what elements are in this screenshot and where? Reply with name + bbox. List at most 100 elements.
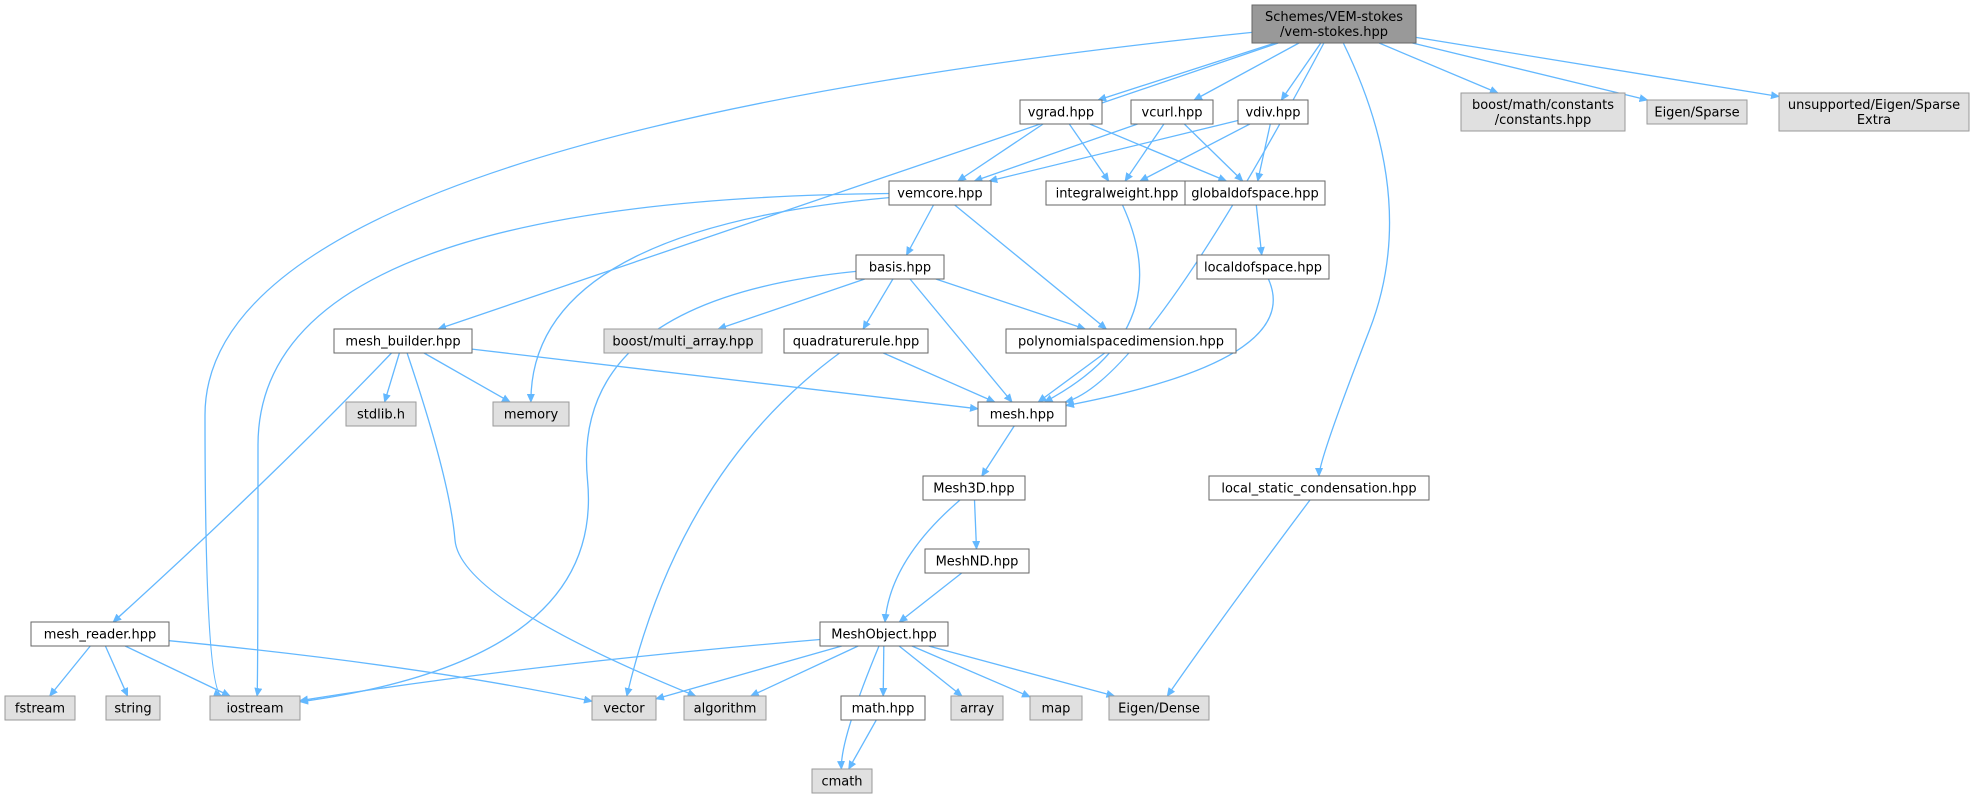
edge-quadraturerule-to-vector [624, 352, 840, 697]
node-label: unsupported/Eigen/Sparse [1788, 98, 1960, 113]
node-box [1251, 4, 1417, 44]
node-label: vector [603, 702, 645, 717]
node-label: vdiv.hpp [1245, 106, 1300, 121]
node-string: string [105, 695, 161, 721]
node-label: Mesh3D.hpp [933, 482, 1014, 497]
edge-line [437, 42, 1279, 331]
node-polynomialspacedimension[interactable]: polynomialspacedimension.hpp [1005, 328, 1237, 354]
node-label: cmath [821, 775, 862, 790]
node-label: boost/multi_array.hpp [612, 335, 753, 350]
edge-line [837, 645, 880, 770]
node-label: iostream [226, 702, 283, 717]
node-box [333, 328, 473, 354]
edge-meshnd-to-meshobject [898, 572, 963, 623]
node-box [1029, 695, 1083, 721]
edge-vdiv-to-globaldofspace [1255, 123, 1271, 182]
edge-line [1124, 123, 1165, 182]
node-box [683, 695, 767, 721]
node-box [4, 695, 76, 721]
edge-local_static_condensation-to-eigen_dense [1166, 499, 1311, 697]
edge-line [1415, 36, 1780, 100]
node-label: basis.hpp [869, 261, 931, 276]
node-mesh[interactable]: mesh.hpp [977, 401, 1067, 427]
node-label: mesh.hpp [990, 408, 1055, 423]
edge-line [49, 645, 91, 697]
node-label: Extra [1857, 113, 1891, 128]
node-meshobject[interactable]: MeshObject.hpp [819, 621, 949, 647]
node-label: Schemes/VEM-stokes [1265, 10, 1403, 25]
node-vector: vector [591, 695, 657, 721]
edge-line [935, 278, 1087, 331]
edge-quadraturerule-to-mesh [883, 352, 996, 403]
node-boost-constants: boost/math/constants/constants.hpp [1460, 92, 1626, 132]
node-globaldofspace[interactable]: globaldofspace.hpp [1184, 180, 1326, 206]
nodes-layer: Schemes/VEM-stokes/vem-stokes.hpp vgrad.h… [4, 4, 1970, 794]
node-mesh-reader[interactable]: mesh_reader.hpp [30, 621, 170, 647]
node-box [492, 401, 570, 427]
node-box [840, 695, 926, 721]
edges-layer [49, 31, 1780, 770]
edge-line [624, 352, 840, 697]
edge-mesh_reader-to-vector [168, 640, 593, 704]
edge-line [406, 352, 697, 697]
node-basis[interactable]: basis.hpp [855, 254, 945, 280]
node-label: quadraturerule.hpp [793, 335, 919, 350]
edge-line [905, 204, 935, 256]
node-mesh3d[interactable]: Mesh3D.hpp [922, 475, 1026, 501]
edge-line [1255, 123, 1271, 182]
node-array: array [950, 695, 1004, 721]
node-math[interactable]: math.hpp [840, 695, 926, 721]
node-box [603, 328, 763, 354]
node-box [591, 695, 657, 721]
edge-meshobject-to-cmath [837, 645, 880, 770]
node-cmath: cmath [811, 768, 873, 794]
node-vdiv[interactable]: vdiv.hpp [1237, 99, 1309, 125]
node-label: local_static_condensation.hpp [1221, 482, 1416, 497]
edge-mesh3d-to-meshobject [881, 499, 961, 623]
edge-line [749, 645, 859, 697]
node-quadraturerule[interactable]: quadraturerule.hpp [783, 328, 929, 354]
edge-vdiv-to-vemcore [988, 119, 1239, 183]
node-label: boost/math/constants [1472, 98, 1614, 113]
node-vcurl[interactable]: vcurl.hpp [1130, 99, 1214, 125]
edge-basis-to-polynomialspacedimension [935, 278, 1087, 331]
edge-vcurl-to-integralweight [1124, 123, 1165, 182]
edge-meshobject-to-array [898, 645, 963, 697]
node-box [950, 695, 1004, 721]
node-box [855, 254, 945, 280]
edge-vgrad-to-vemcore [957, 123, 1044, 182]
node-vgrad[interactable]: vgrad.hpp [1019, 99, 1103, 125]
node-box [345, 401, 417, 427]
edge-line [717, 278, 866, 331]
edge-line [1043, 204, 1141, 403]
node-label: map [1042, 702, 1071, 717]
node-box [30, 621, 170, 647]
edge-vemcore-to-iostream [254, 192, 890, 697]
edge-vemcore-to-memory [526, 196, 890, 403]
node-label: algorithm [694, 702, 757, 717]
node-vemcore[interactable]: vemcore.hpp [888, 180, 992, 206]
edge-basis-to-mesh [909, 278, 1013, 403]
edge-line [1064, 42, 1325, 404]
edge-vgrad-to-globaldofspace [1089, 123, 1228, 182]
node-local-static-condensation[interactable]: local_static_condensation.hpp [1208, 475, 1430, 501]
node-mesh-builder[interactable]: mesh_builder.hpp [333, 328, 473, 354]
node-box [1005, 328, 1237, 354]
edge-line [911, 645, 1031, 698]
edge-vem_stokes-to-iostream [204, 31, 1253, 697]
edge-line [1037, 352, 1106, 403]
node-localdofspace[interactable]: localdofspace.hpp [1196, 254, 1330, 280]
node-integralweight[interactable]: integralweight.hpp [1045, 180, 1189, 206]
node-meshnd[interactable]: MeshND.hpp [924, 548, 1030, 574]
edge-vgrad-to-integralweight [1068, 123, 1110, 182]
node-label: integralweight.hpp [1056, 187, 1179, 202]
node-memory: memory [492, 401, 570, 427]
edge-polynomialspacedimension-to-mesh [1037, 352, 1106, 403]
edge-line [104, 645, 129, 697]
edge-line [988, 119, 1239, 183]
edge-meshobject-to-map [911, 645, 1031, 698]
node-box [1778, 92, 1970, 132]
node-vem-stokes[interactable]: Schemes/VEM-stokes/vem-stokes.hpp [1251, 4, 1417, 44]
node-box [1108, 695, 1210, 721]
